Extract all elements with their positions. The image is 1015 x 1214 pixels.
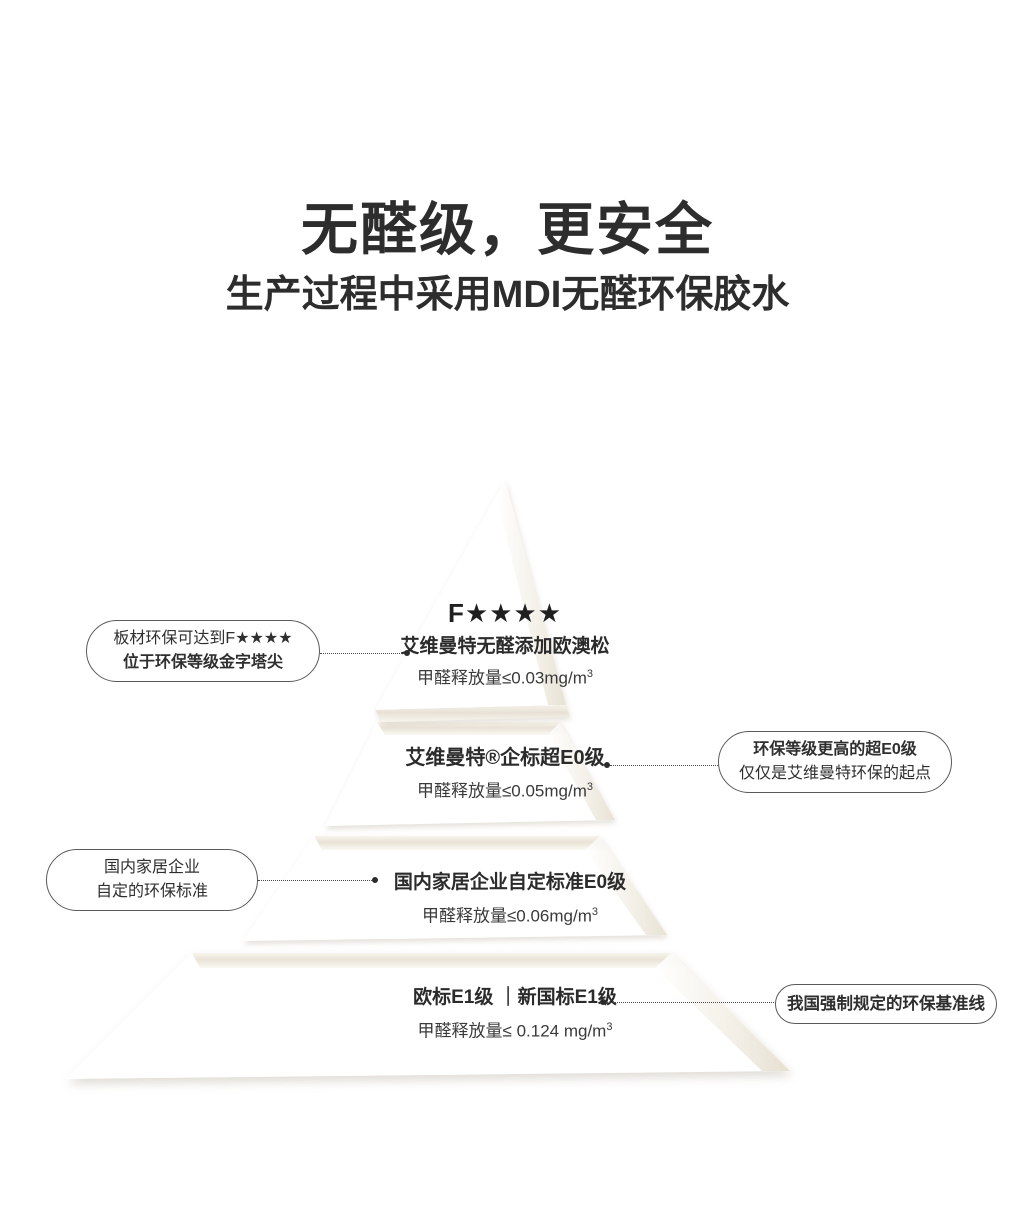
connector-tier-3 [258, 876, 378, 884]
tier-1-value: 甲醛释放量≤0.03mg/m3 [330, 662, 680, 691]
callout-tier2-right: 环保等级更高的超E0级 仅仅是艾维曼特环保的起点 [718, 731, 952, 793]
connector-endpoint-dot [404, 650, 410, 656]
connector-endpoint-dot [372, 877, 378, 883]
connector-tier-1 [320, 649, 410, 657]
tier-2-value-sup: 3 [586, 781, 594, 793]
tier-1-name: 艾维曼特无醛添加欧澳松 [400, 636, 610, 657]
connector-line [606, 1001, 778, 1003]
page-header: 无醛级，更安全 生产过程中采用MDI无醛环保胶水 [0, 0, 1015, 318]
tier-3-value-sup: 3 [591, 906, 599, 918]
callout-tier4-right: 我国强制规定的环保基准线 [775, 984, 997, 1024]
callout-line-1: 国内家居企业 [103, 859, 200, 876]
tier-4-value-text: 甲醛释放量≤ 0.124 mg/m [417, 1021, 607, 1041]
tier-1-badge: F★★★★ [447, 598, 563, 628]
tier-4-name: 欧标E1级 ｜新国标E1级 [413, 987, 617, 1008]
callout-line-1: 我国强制规定的环保基准线 [787, 995, 985, 1013]
pyramid-tier-1 [375, 480, 570, 722]
connector-line [258, 879, 372, 881]
tier-2-value-text: 甲醛释放量≤0.05mg/m [416, 781, 587, 801]
connector-line [320, 652, 404, 654]
tier-4-text: 欧标E1级 ｜新国标E1级 甲醛释放量≤ 0.124 mg/m3 [340, 985, 690, 1044]
callout-line-1: 环保等级更高的超E0级 [753, 741, 917, 758]
pyramid-tier-4 [66, 953, 790, 1079]
tier-1-value-text: 甲醛释放量≤0.03mg/m [416, 668, 587, 688]
tier-3-text: 国内家居企业自定标准E0级 甲醛释放量≤0.06mg/m3 [335, 870, 685, 929]
pyramid-tier-2 [325, 722, 615, 826]
callout-line-1: 板材环保可达到F★★★★ [113, 630, 293, 647]
tier-4-value-sup: 3 [606, 1021, 613, 1033]
tier-2-text: 艾维曼特®企标超E0级 甲醛释放量≤0.05mg/m3 [330, 745, 680, 804]
connector-endpoint-dot [604, 762, 610, 768]
tier-3-name: 国内家居企业自定标准E0级 [393, 872, 627, 893]
tier-3-value: 甲醛释放量≤0.06mg/m3 [335, 900, 685, 929]
tier-2-name: 艾维曼特®企标超E0级 [405, 747, 605, 769]
page-subtitle: 生产过程中采用MDI无醛环保胶水 [225, 274, 790, 316]
tier-2-value: 甲醛释放量≤0.05mg/m3 [330, 775, 680, 804]
connector-line [610, 764, 722, 766]
tier-4-value: 甲醛释放量≤ 0.124 mg/m3 [340, 1015, 690, 1044]
connector-tier-4 [600, 998, 778, 1006]
callout-line-2: 自定的环保标准 [95, 883, 208, 900]
callout-tier3-left: 国内家居企业 自定的环保标准 [46, 849, 258, 911]
tier-3-value-text: 甲醛释放量≤0.06mg/m [421, 906, 592, 926]
page-title: 无醛级，更安全 [301, 198, 714, 262]
callout-line-2: 位于环保等级金字塔尖 [122, 654, 283, 671]
pyramid-tier-3 [243, 836, 667, 941]
callout-top-left: 板材环保可达到F★★★★ 位于环保等级金字塔尖 [86, 620, 320, 682]
connector-tier-2 [604, 761, 722, 769]
tier-1-text: F★★★★ 艾维曼特无醛添加欧澳松 甲醛释放量≤0.03mg/m3 [330, 598, 680, 691]
connector-endpoint-dot [600, 999, 606, 1005]
callout-line-2: 仅仅是艾维曼特环保的起点 [738, 765, 931, 782]
tier-1-value-sup: 3 [586, 668, 594, 680]
